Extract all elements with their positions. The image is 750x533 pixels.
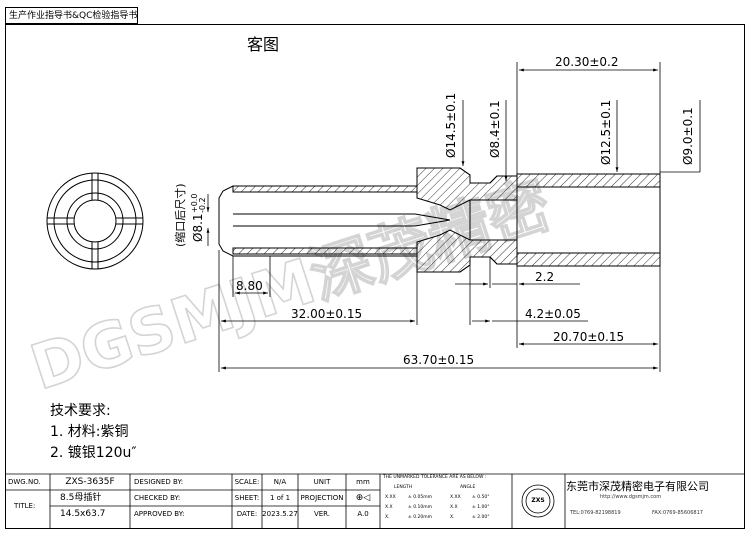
dim-rear-length-bottom: 20.70±0.15 <box>553 330 624 344</box>
sheet-value: 1 of 1 <box>269 494 291 502</box>
tolerance-cell: ± 0.20mm <box>408 515 432 520</box>
date-value: 2023.5.27 <box>262 510 298 518</box>
date-label: DATE: <box>236 510 258 518</box>
tolerance-cell: X.XX <box>385 495 396 500</box>
dim-dia-socket: Ø8.1 <box>191 213 205 242</box>
requirements-title: 技术要求: <box>50 403 111 419</box>
tolerance-cell: ± 2.00° <box>472 515 490 520</box>
drawing-frame <box>5 24 745 529</box>
dim-dia-socket-tol-upper: +0.0 <box>190 194 199 213</box>
projection-symbol-icon: ⊕◁ <box>355 493 371 503</box>
company-tel: TEL:0769-82198819 <box>570 510 621 516</box>
tolerance-cell: ± 1.00° <box>472 505 490 510</box>
dim-front-length: 32.00±0.15 <box>291 307 362 321</box>
tolerance-cell: ± 0.05mm <box>408 495 432 500</box>
title-block-grid <box>5 473 745 529</box>
dim-overall-length: 63.70±0.15 <box>403 353 474 367</box>
tolerance-cell: X.XX <box>450 495 461 500</box>
scale-label: SCALE: <box>234 478 260 486</box>
dim-dia-socket-note: (缩口后尺寸) <box>173 183 187 247</box>
dwg-no: ZXS-3635F <box>65 477 115 487</box>
company-website: http://www.dgsmjm.com <box>600 494 662 500</box>
unit-label: UNIT <box>313 478 331 486</box>
company-name: 东莞市深茂精密电子有限公司 <box>566 480 709 493</box>
scale-value: N/A <box>273 478 287 486</box>
requirement-item-2: 2. 镀银120u″ <box>50 445 137 461</box>
ver-value: A.0 <box>357 510 369 518</box>
title-line-1: 8.5母插针 <box>60 493 102 503</box>
dim-dia-rear: Ø12.5±0.1 <box>599 100 613 165</box>
dim-dia-head: Ø14.5±0.1 <box>444 93 458 158</box>
tolerance-title: THE UNMARKED TOLERANCE ARE AS BELOW : <box>383 475 487 480</box>
dim-rear-length-top: 20.30±0.2 <box>555 55 619 69</box>
approved-by-label: APPROVED BY: <box>134 510 185 518</box>
designed-by-label: DESIGNED BY: <box>134 478 184 486</box>
document-header: 生产作业指导书&QC检验指导书 <box>5 7 138 24</box>
end-view <box>46 172 144 270</box>
dim-groove-pos: 4.2±0.05 <box>525 307 581 321</box>
projection-label: PROJECTION <box>300 494 344 502</box>
tolerance-cell: X. <box>450 515 455 520</box>
company-logo: ZXS <box>531 497 545 504</box>
tolerance-cell: X.X <box>450 505 458 510</box>
dim-groove-width: 2.2 <box>535 270 554 284</box>
length-label: LENGTH <box>394 485 413 490</box>
dim-dia-bore: Ø9.0±0.1 <box>681 107 695 165</box>
title-line-2: 14.5x63.7 <box>60 509 106 519</box>
company-fax: FAX:0769-85606817 <box>652 510 703 516</box>
dim-dia-groove: Ø8.4±0.1 <box>488 100 502 158</box>
dim-dia-socket-tol-lower: -0.2 <box>198 197 207 213</box>
drawing-caption: 客图 <box>247 35 280 54</box>
sheet-label: SHEET: <box>234 494 260 502</box>
tolerance-cell: X. <box>385 515 390 520</box>
title-label: TITLE: <box>14 502 36 510</box>
checked-by-label: CHECKED BY: <box>134 494 181 502</box>
tolerance-cell: X.X <box>385 505 393 510</box>
angle-label: ANGLE <box>460 485 476 490</box>
tolerance-cell: ± 0.50° <box>472 495 490 500</box>
watermark: DGSMJM深茂精密 <box>22 168 560 405</box>
dim-slot-length: 8.80 <box>236 279 263 293</box>
side-view <box>218 167 661 273</box>
unit-value: mm <box>356 478 370 486</box>
requirement-item-1: 1. 材料:紫铜 <box>50 424 129 440</box>
tolerance-cell: ± 0.10mm <box>408 505 432 510</box>
ver-label: VER. <box>313 510 331 518</box>
dwg-no-label: DWG.NO. <box>8 478 41 486</box>
